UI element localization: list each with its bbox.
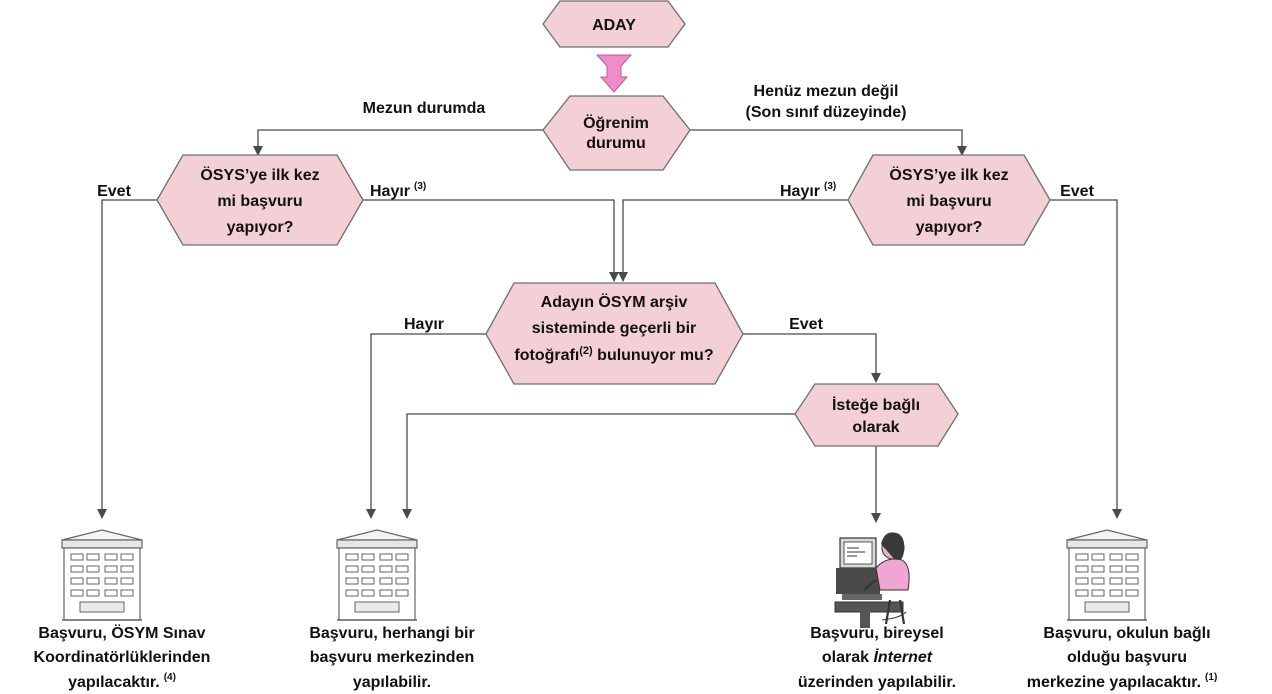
- edge-right-hayir: [618, 199, 848, 282]
- node-education: Öğrenim durumu: [542, 95, 691, 171]
- node-photo: Adayın ÖSYM arşiv sisteminde geçerli bir…: [485, 282, 744, 385]
- node-education-line2: durumu: [586, 135, 646, 152]
- node-first-time-right: ÖSYS’ye ilk kez mi başvuru yapıyor?: [847, 154, 1051, 246]
- label-evet-left: Evet: [97, 183, 131, 200]
- edge-left-hayir: [363, 199, 619, 282]
- node-first-time-right-line3: yapıyor?: [916, 219, 983, 236]
- outcome-coordinators-line2: Koordinatörlüklerinden: [34, 649, 211, 666]
- node-first-time-left-line3: yapıyor?: [227, 219, 294, 236]
- outcome-internet-line1: Başvuru, bireysel: [810, 625, 943, 642]
- outcome-coordinators-line1: Başvuru, ÖSYM Sınav: [38, 623, 205, 642]
- node-photo-line2: sisteminde geçerli bir: [532, 320, 697, 337]
- node-optional-line1: İsteğe bağlı: [832, 396, 920, 414]
- outcome-school-center-line1: Başvuru, okulun bağlı: [1043, 625, 1210, 642]
- node-education-line1: Öğrenim: [583, 113, 649, 132]
- label-hayir-right: Hayır(3): [780, 181, 836, 200]
- down-block-arrow-icon: [595, 54, 633, 93]
- label-not-graduated-line1: Henüz mezun değil: [754, 83, 899, 100]
- node-first-time-left-line1: ÖSYS’ye ilk kez: [200, 165, 319, 184]
- outcome-any-center-line3: yapılabilir.: [353, 674, 431, 691]
- edge-right-evet: [1050, 199, 1122, 519]
- node-photo-line1: Adayın ÖSYM arşiv: [541, 292, 688, 311]
- outcome-any-center-line1: Başvuru, herhangi bir: [309, 625, 474, 642]
- outcome-school-center-line3: merkezine yapılacaktır.(1): [1027, 672, 1218, 691]
- node-first-time-left-line2: mi başvuru: [217, 193, 302, 210]
- label-photo-hayir: Hayır: [404, 316, 444, 333]
- edge-photo-evet: [743, 333, 881, 383]
- edge-photo-hayir: [366, 333, 486, 519]
- outcome-internet-line3: üzerinden yapılabilir.: [798, 674, 956, 691]
- node-optional-line2: olarak: [852, 419, 899, 436]
- label-hayir-left: Hayır(3): [370, 181, 426, 200]
- edge-education-to-left: [253, 129, 543, 156]
- node-start: ADAY: [542, 0, 686, 48]
- label-graduated: Mezun durumda: [363, 100, 486, 117]
- label-evet-right: Evet: [1060, 183, 1094, 200]
- label-photo-evet: Evet: [789, 316, 823, 333]
- outcome-coordinators-line3: yapılacaktır.(4): [68, 672, 176, 691]
- outcome-school-center-line2: olduğu başvuru: [1067, 649, 1187, 666]
- node-photo-line3: fotoğrafı(2) bulunuyor mu?: [514, 345, 713, 364]
- node-first-time-left: ÖSYS’ye ilk kez mi başvuru yapıyor?: [156, 154, 364, 246]
- node-first-time-right-line2: mi başvuru: [906, 193, 991, 210]
- node-optional: İsteğe bağlı olarak: [794, 383, 959, 447]
- building-icon-any-center: [336, 529, 418, 621]
- edge-education-to-right: [690, 129, 967, 156]
- connector-lines: [97, 129, 1122, 523]
- outcome-any-center-line2: başvuru merkezinden: [310, 649, 475, 666]
- person-at-computer-icon: [834, 532, 910, 628]
- edge-optional-to-center: [402, 413, 795, 519]
- building-icon-school-center: [1066, 529, 1148, 621]
- node-first-time-right-line1: ÖSYS’ye ilk kez: [889, 165, 1008, 184]
- building-icon-coordinators: [61, 529, 143, 621]
- node-start-label: ADAY: [592, 17, 636, 34]
- edge-left-evet: [97, 199, 157, 519]
- label-not-graduated-line2: (Son sınıf düzeyinde): [746, 104, 907, 121]
- outcome-internet-line2: olarak İnternet: [822, 648, 933, 666]
